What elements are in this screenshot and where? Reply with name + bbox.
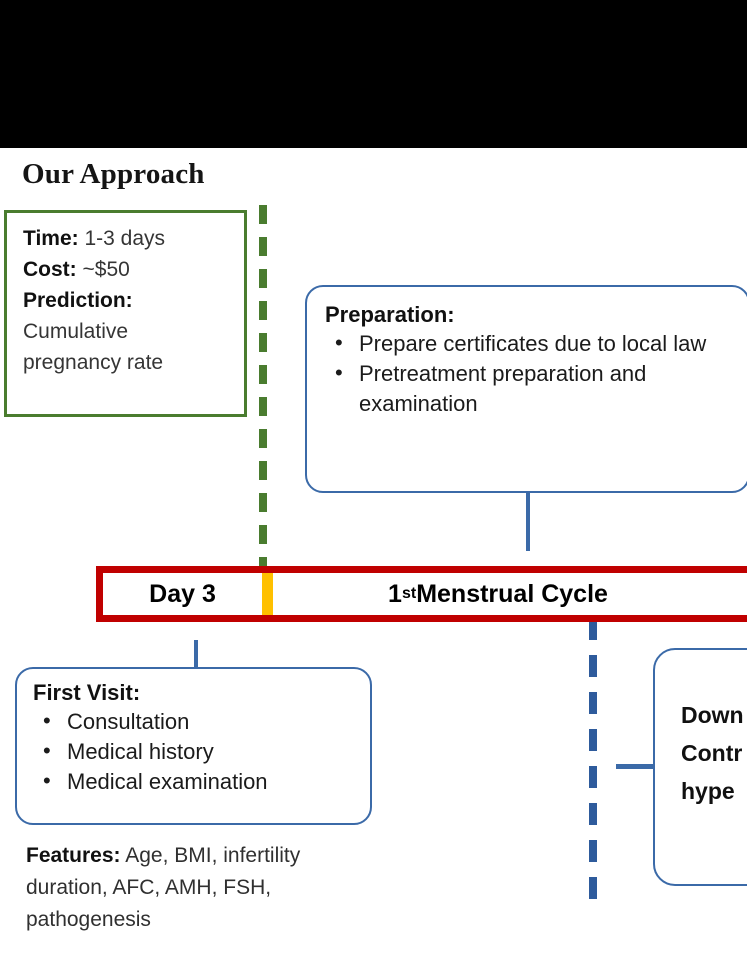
summary-cost-value: ~$50 [76, 258, 130, 281]
first-visit-heading: First Visit: [33, 680, 141, 705]
list-item: Prepare certificates due to local law [325, 328, 738, 359]
timeline-segment-day3: Day 3 [149, 579, 216, 608]
our-approach-summary-box: Time: 1-3 days Cost: ~$50 Prediction: Cu… [4, 210, 247, 417]
downregulation-line-1: Down [681, 702, 744, 728]
preparation-list: Prepare certificates due to local law Pr… [325, 328, 738, 419]
list-item: Consultation [33, 706, 362, 737]
summary-prediction-label: Prediction: [23, 289, 133, 312]
timeline-cycle-prefix: 1 [388, 579, 402, 608]
timeline-cycle-suffix: Menstrual Cycle [416, 579, 608, 608]
top-black-band [0, 0, 747, 148]
preparation-connector-line [526, 493, 530, 551]
downregulation-line-2: Contr [681, 740, 743, 766]
first-visit-connector-line [194, 640, 198, 670]
timeline-segment-divider [262, 573, 273, 615]
green-dashed-guide-line [259, 205, 267, 567]
features-value: Age, BMI, infertility duration, AFC, AMH… [26, 844, 301, 931]
features-note: Features: Age, BMI, infertility duration… [26, 840, 366, 936]
summary-cost-label: Cost: [23, 258, 77, 281]
summary-prediction-line-1: Cumulative [23, 320, 129, 343]
summary-time-value: 1-3 days [78, 227, 166, 250]
summary-prediction-label-row: Prediction: [23, 285, 244, 316]
page-title: Our Approach [22, 158, 205, 190]
preparation-callout-box: Preparation: Prepare certificates due to… [305, 285, 747, 493]
downregulation-line-3: hype [681, 778, 735, 804]
downregulation-callout-box: Down Contr hype [653, 648, 747, 886]
list-item: Medical history [33, 736, 362, 767]
summary-box-content: Time: 1-3 days Cost: ~$50 Prediction: Cu… [7, 213, 244, 378]
summary-cost-row: Cost: ~$50 [23, 254, 244, 285]
preparation-heading: Preparation: [325, 302, 455, 327]
summary-prediction-line-2: pregnancy rate [23, 351, 164, 374]
summary-time-label: Time: [23, 227, 79, 250]
blue-dashed-guide-line [589, 618, 597, 914]
first-visit-list: Consultation Medical history Medical exa… [33, 706, 362, 797]
summary-time-row: Time: 1-3 days [23, 223, 244, 254]
list-item: Pretreatment preparation and examination [325, 358, 738, 419]
features-label: Features: [26, 844, 121, 867]
downregulation-connector-line [616, 764, 658, 769]
first-visit-callout-box: First Visit: Consultation Medical histor… [15, 667, 372, 825]
list-item: Medical examination [33, 766, 362, 797]
